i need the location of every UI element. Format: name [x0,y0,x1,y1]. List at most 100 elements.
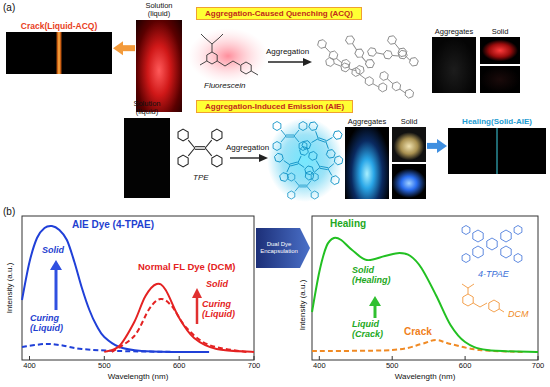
photo-heading: Healing(Solid-AIE) [448,118,546,127]
process-tag: Aggregation-Induced Emission (AIE) [196,100,353,113]
text-label: Liquid (Crack) [352,320,400,340]
svg-line [374,304,377,318]
svg-polygon [50,260,62,270]
text-label: TPE [193,174,209,183]
svg-use [288,173,318,199]
svg-use [325,52,364,80]
cyan-glow [267,118,343,202]
text-label: Solid [42,246,64,256]
axis-tick-label: 400 [313,362,326,370]
photo-heading: Solid [392,118,426,126]
axis-tick-label: 600 [173,362,186,370]
axis-tick-label: Wavelength (nm) [108,373,169,382]
svg-use [473,230,483,242]
connector-arrow [113,41,135,55]
text-label: Solid (Healing) [352,266,400,286]
tpe-molecule [178,129,222,167]
svg-line [212,38,219,44]
photo-bottom [480,66,520,93]
svg-use [514,254,522,263]
svg-line [468,284,474,288]
axis-tick-label: 500 [386,362,399,370]
aie-aggregate [273,121,343,199]
svg-line [465,356,466,360]
arrow-text: Dual Dye Encapsulation [256,239,310,257]
svg-line [217,61,225,66]
svg-line [473,303,480,307]
solid-photo: Solid [392,118,426,199]
svg-line [205,38,212,44]
svg-line [319,356,320,360]
svg-polygon [192,288,202,298]
svg-line [233,61,240,65]
photo-pair [480,37,520,93]
svg-line [251,71,258,75]
solution-photo: Solution (liquid) [124,100,170,198]
axis-tick-label: Wavelength (nm) [395,373,456,382]
text-label: Aggregation [226,144,269,153]
svg-use [514,226,522,235]
red-curve [104,284,254,352]
svg-use [207,52,217,64]
svg-line [230,157,260,158]
acq-aggregate [314,34,424,99]
arrow-head [437,139,447,153]
blue-curve [22,226,209,352]
photo-top [480,37,520,64]
svg-use [501,246,511,258]
red-glow [188,28,268,84]
svg-use [501,230,511,242]
text-label: Normal FL Dye (DCM) [138,262,235,272]
text-label: DCM [508,310,529,320]
photo-top [392,127,426,162]
svg-polygon [369,296,381,306]
svg-use [339,34,381,69]
crack-photo: Crack(Liquid-ACQ) [6,22,112,74]
svg-use [382,34,423,67]
svg-use [274,146,314,183]
text-label: (a) [3,2,15,13]
photo-bottom [392,164,426,199]
svg-use [462,254,470,263]
axis-title: Intensity (a.u.) [299,280,308,331]
svg-line [196,296,199,324]
svg-line [462,284,468,288]
dcm-structure [462,284,504,312]
arrow-head [113,41,123,55]
svg-line [29,356,30,360]
svg-polygon [259,154,268,162]
photo-heading: Aggregates [432,28,476,36]
process-tag: Aggregation-Caused Quenching (ACQ) [196,7,362,20]
svg-line [468,288,469,294]
tpae-structure [462,226,522,263]
svg-use [487,238,497,250]
svg-line [268,61,304,62]
svg-use [178,129,222,167]
svg-line [480,303,487,307]
text-label: Crack [404,326,432,337]
spectrum-curves [22,226,538,352]
photo-heading: Crack(Liquid-ACQ) [6,22,112,31]
svg-line [219,34,223,38]
plot-frame [22,216,538,360]
svg-use [463,294,473,306]
svg-rect [312,216,538,360]
svg-use [462,226,470,235]
photo-heading: Solution (liquid) [136,2,182,19]
text-label: 4-TPAE [478,270,509,280]
axis-tick-label: 500 [98,362,111,370]
photo-image [136,20,182,112]
acq-molecule [200,34,258,75]
healing-photo: Healing(Solid-AIE) [448,118,546,174]
svg-line [392,356,393,360]
svg-line [179,356,180,360]
axis-tick-label: 700 [532,362,545,370]
photo-heading: Solid [480,28,520,36]
svg-line [104,356,105,360]
photo-image [345,127,389,199]
text-label: Fluorescein [204,82,245,91]
svg-use [241,62,251,74]
svg-use [473,246,483,258]
text-label: Solid [206,280,228,290]
solid-photo: Solid [480,28,520,93]
